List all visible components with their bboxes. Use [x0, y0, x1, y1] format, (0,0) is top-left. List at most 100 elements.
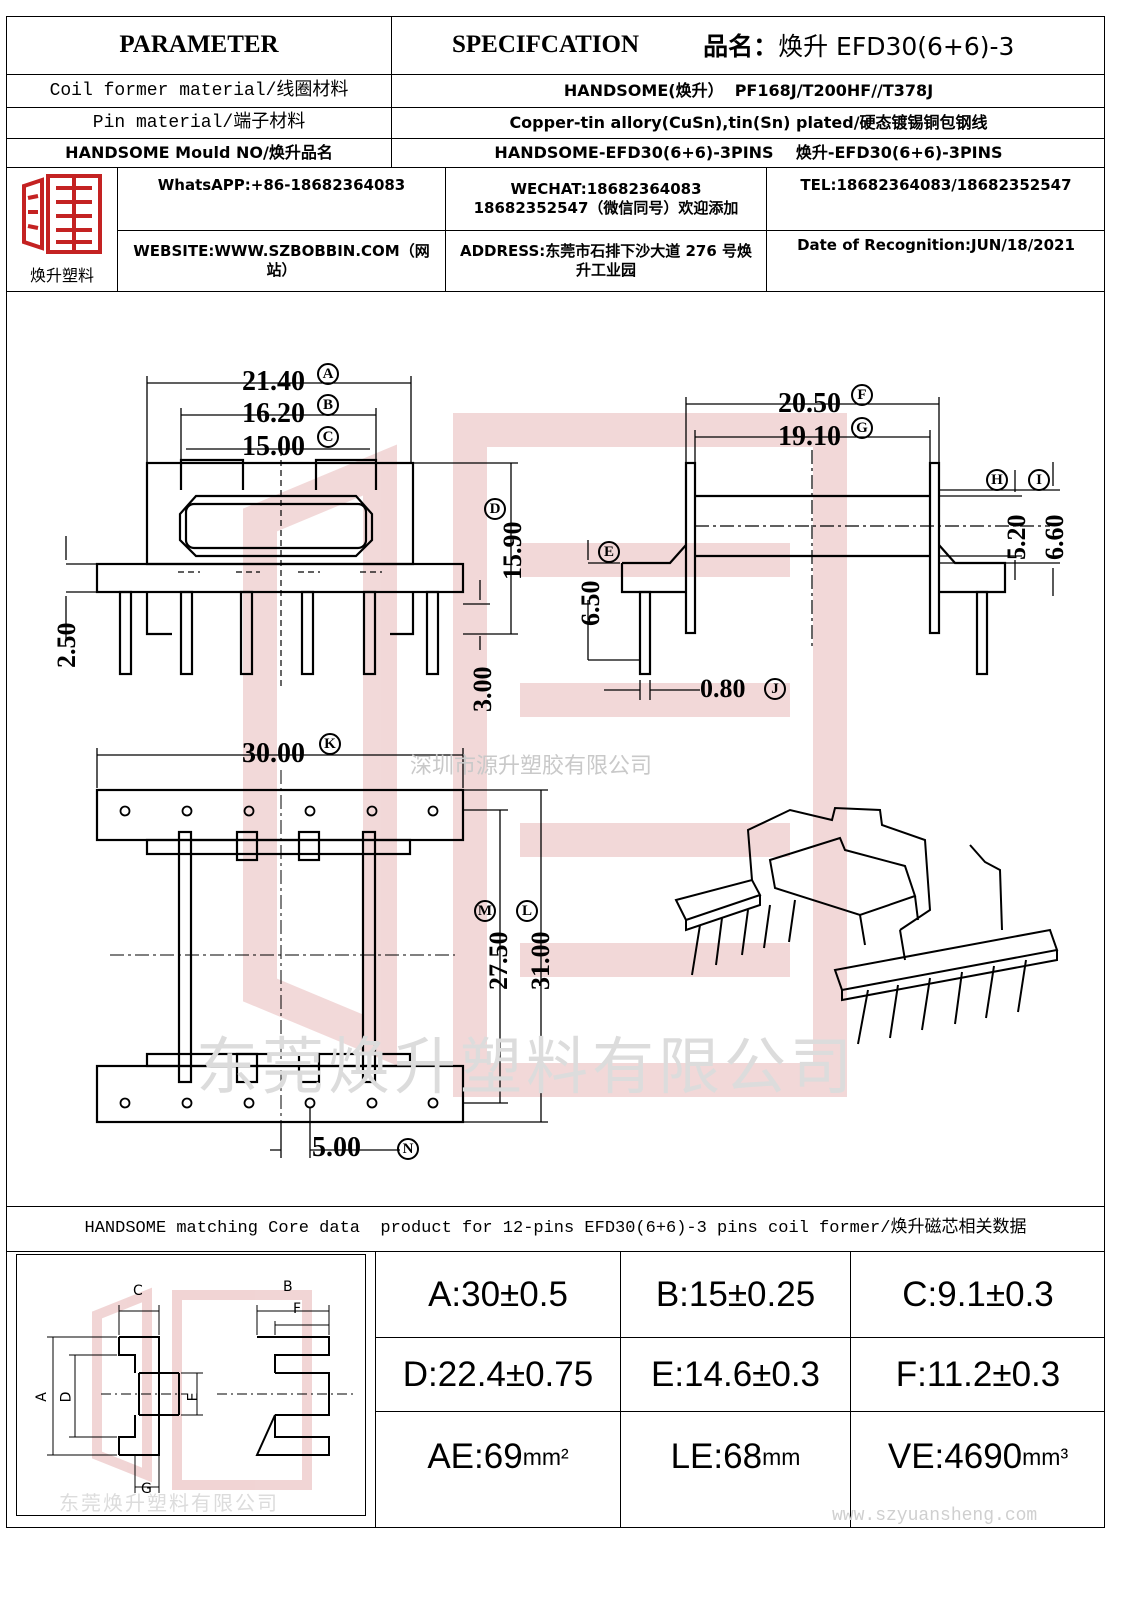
row-divider — [6, 138, 1105, 139]
parameter-heading: PARAMETER — [119, 31, 279, 59]
row-divider — [117, 230, 1105, 231]
specification-heading: SPECIFCATION — [452, 31, 640, 58]
callout-g: G — [851, 417, 873, 439]
row-divider — [6, 74, 1105, 75]
dim-a-label: 21.40 — [242, 366, 305, 397]
drawing-watermark-logo — [243, 413, 847, 1097]
callout-j: J — [764, 678, 786, 700]
side-view — [620, 461, 1007, 676]
callout-c: C — [317, 426, 339, 448]
column-divider — [375, 1251, 376, 1528]
core-label-e: E — [185, 1392, 202, 1402]
core-value-e: E:14.6±0.3 — [650, 1354, 821, 1394]
callout-m: M — [474, 900, 496, 922]
product-name: 焕升 EFD30(6+6)-3 — [778, 32, 1015, 61]
mould-no-value: HANDSOME-EFD30(6+6)-3PINS 焕升-EFD30(6+6)-… — [494, 143, 1003, 162]
row-divider — [375, 1411, 1105, 1412]
dim-c-label: 15.00 — [242, 431, 305, 462]
column-divider — [766, 167, 767, 292]
core-value-c: C:9.1±0.3 — [902, 1274, 1054, 1314]
column-divider — [620, 1251, 621, 1528]
technical-drawing — [65, 376, 1060, 1158]
dim-m-label: 27.50 — [484, 931, 513, 991]
isometric-view — [674, 806, 1059, 1045]
product-name-prefix: 品名： — [703, 32, 779, 61]
callout-d: D — [484, 498, 506, 520]
dim-d-label: 15.90 — [498, 521, 527, 581]
front-view-hidden-lines — [146, 440, 414, 690]
company-address: ADDRESS:东莞市石排下沙大道 276 号焕升工业园 — [460, 242, 752, 279]
bottom-view-dimensions — [96, 748, 548, 1158]
section-divider — [6, 1251, 1105, 1252]
core-value-a: A:30±0.5 — [428, 1274, 568, 1314]
side-view-center-lines — [695, 450, 1050, 650]
watermark-main-text: 东莞焕升塑料有限公司 — [196, 1030, 857, 1103]
website-link[interactable]: WEBSITE:WWW.SZBOBBIN.COM（网站） — [133, 242, 430, 279]
dim-g-label: 19.10 — [778, 421, 841, 452]
callout-e: E — [598, 541, 620, 563]
recognition-date: Date of Recognition:JUN/18/2021 — [797, 236, 1075, 254]
mould-no-label: HANDSOME Mould NO/焕升品名 — [65, 143, 333, 162]
tel-contact: TEL:18682364083/18682352547 — [800, 175, 1072, 194]
callout-l: L — [516, 900, 538, 922]
core-value-b: B:15±0.25 — [655, 1274, 816, 1314]
bottom-view — [95, 788, 465, 1124]
core-label-c: C — [133, 1283, 143, 1299]
core-diagram-watermark: 东莞焕升塑料有限公司 — [59, 1491, 279, 1515]
callout-n: N — [397, 1138, 419, 1160]
dim-k-label: 30.00 — [242, 738, 305, 769]
dim-f-label: 20.50 — [778, 388, 841, 419]
pin-material-value: Copper-tin allory(CuSn),tin(Sn) plated/硬… — [509, 113, 988, 132]
section-divider — [6, 1206, 1105, 1207]
company-logo: 焕升塑料 — [14, 172, 110, 285]
column-divider — [850, 1251, 851, 1528]
dim-l-label: 31.00 — [526, 931, 555, 991]
watermark-top-text: 深圳市源升塑胶有限公司 — [410, 754, 653, 779]
bottom-view-center-lines — [110, 770, 455, 1150]
column-divider — [117, 167, 118, 292]
core-label-b: B — [283, 1279, 293, 1295]
column-divider — [445, 167, 446, 292]
specification-heading-cell: SPECIFCATION 品名： 焕升 EFD30(6+6)-3 — [392, 16, 1105, 74]
column-divider — [391, 16, 392, 167]
core-label-d: D — [58, 1391, 75, 1403]
core-label-a: A — [33, 1392, 50, 1402]
callout-k: K — [319, 733, 341, 755]
callout-f: F — [851, 384, 873, 406]
core-value-f: F:11.2±0.3 — [895, 1354, 1061, 1394]
spec-sheet-frame — [6, 16, 1105, 1528]
wechat-contact: WECHAT:18682364083 18682352547（微信同号）欢迎添加 — [473, 180, 739, 217]
callout-h: H — [986, 469, 1008, 491]
dim-left-height-label: 2.50 — [52, 622, 81, 669]
row-divider — [6, 107, 1105, 108]
dim-i-label: 6.60 — [1040, 514, 1069, 561]
logo-caption: 焕升塑料 — [29, 266, 94, 285]
callout-b: B — [317, 394, 339, 416]
whatsapp-contact: WhatsAPP:+86-18682364083 — [157, 175, 406, 194]
core-diagram — [47, 1287, 357, 1493]
dim-h-label: 5.20 — [1002, 514, 1031, 561]
coil-material-label: Coil former material/线圈材料 — [49, 80, 349, 101]
dim-j-label: 0.80 — [700, 674, 746, 703]
bottom-view-pins — [119, 805, 439, 1109]
website-watermark: www.szyuansheng.com — [832, 1506, 1038, 1526]
company-block — [6, 167, 1105, 292]
coil-material-value: HANDSOME(焕升） PF168J/T200HF//T378J — [563, 81, 934, 100]
dim-pin-length-label: 3.00 — [468, 666, 497, 713]
callout-a: A — [317, 363, 339, 385]
row-divider — [6, 167, 1105, 168]
core-data-title: HANDSOME matching Core data product for … — [84, 1219, 1027, 1239]
core-value-d: D:22.4±0.75 — [402, 1354, 594, 1394]
front-view — [95, 458, 465, 676]
pin-material-label: Pin material/端子材料 — [92, 112, 306, 133]
core-label-g: G — [141, 1481, 152, 1497]
core-diagram-box: A B C D E F G 东莞焕升塑料有限公司 — [16, 1254, 366, 1516]
core-label-f: F — [293, 1301, 302, 1317]
dim-b-label: 16.20 — [242, 398, 305, 429]
callout-i: I — [1028, 469, 1050, 491]
dim-e-label: 6.50 — [576, 580, 605, 627]
logo-mark-icon — [22, 174, 102, 254]
